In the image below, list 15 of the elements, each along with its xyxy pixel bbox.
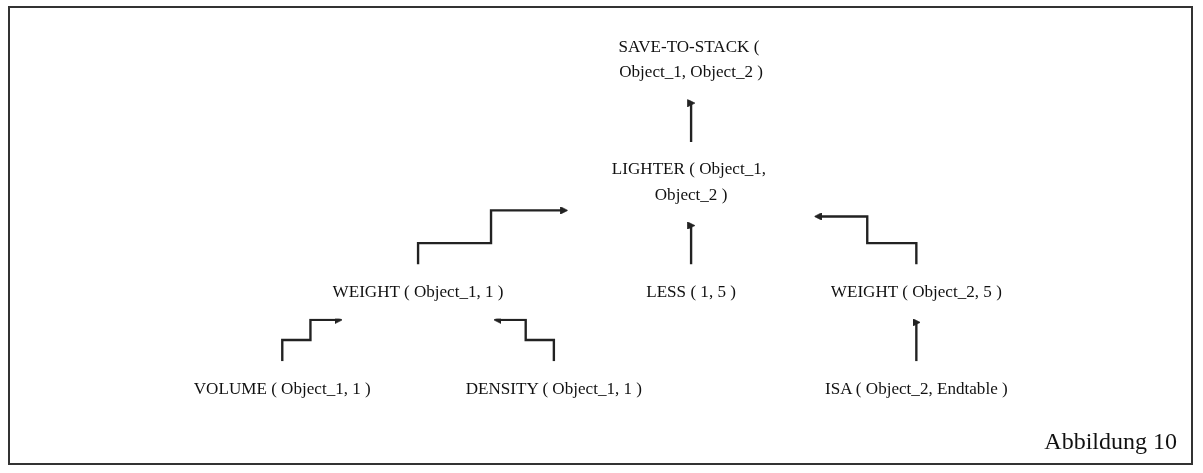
node-text: ISA ( Object_2, Endtable ) — [824, 378, 1008, 398]
node-text: WEIGHT ( Object_2, 5 ) — [830, 281, 1002, 301]
node-text: LESS ( 1, 5 ) — [646, 281, 736, 301]
node-text: SAVE-TO-STACK ( Object_1, Object_2 ) — [618, 36, 763, 82]
arrow — [686, 221, 696, 266]
node-text: LIGHTER ( Object_1, Object_2 ) — [611, 159, 766, 204]
figure-caption: Abbildung 10 — [1044, 428, 1177, 455]
node-text: VOLUME ( Object_1, 1 ) — [193, 378, 371, 398]
node-text: WEIGHT ( Object_1, 1 ) — [332, 281, 504, 301]
node-text: DENSITY ( Object_1, 1 ) — [465, 378, 642, 398]
arrow — [416, 206, 568, 266]
arrow — [686, 98, 696, 144]
arrow — [911, 318, 921, 363]
figure-frame: SAVE-TO-STACK ( Object_1, Object_2 ) LIGHTER ( Object_1, Object_2 ) WEIGHT ( Object_1, 1 ) LESS ( 1, 5 ) WEIGHT ( Object_2, 5 ) VOLUME ( Object_1, 1 ) DENSITY ( Object_1, 1 ) ISA ( Object_2, Endtable ) Abbildung 10 — [8, 6, 1193, 465]
arrow — [813, 212, 918, 266]
